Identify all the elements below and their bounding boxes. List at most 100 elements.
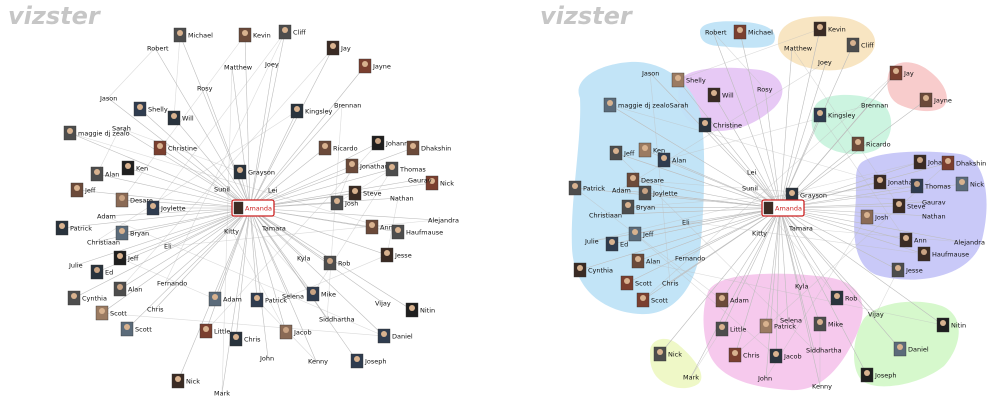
node-siddhartha[interactable]: Siddhartha bbox=[319, 316, 355, 324]
node-adam[interactable]: Adam bbox=[612, 187, 631, 195]
node-mike[interactable]: Mike bbox=[813, 316, 843, 332]
node-ed[interactable]: Ed bbox=[605, 236, 628, 252]
node-jeff[interactable]: Jeff bbox=[628, 226, 654, 242]
node-nathan[interactable]: Nathan bbox=[390, 195, 414, 203]
node-alan[interactable]: Alan bbox=[657, 152, 686, 168]
node-kenny[interactable]: Kenny bbox=[812, 383, 832, 391]
node-scott[interactable]: Scott bbox=[620, 275, 652, 291]
node-ken[interactable]: Ken bbox=[121, 160, 148, 176]
node-thomas[interactable]: Thomas bbox=[385, 161, 426, 177]
node-lei[interactable]: Lei bbox=[268, 187, 278, 195]
center-node[interactable]: Amanda bbox=[231, 199, 275, 217]
node-jayne[interactable]: Jayne bbox=[358, 58, 391, 74]
node-jay[interactable]: Jay bbox=[326, 40, 351, 56]
node-jacob[interactable]: Jacob bbox=[279, 324, 312, 340]
node-ed[interactable]: Ed bbox=[90, 264, 113, 280]
node-shelly[interactable]: Shelly bbox=[671, 72, 706, 88]
node-kevin[interactable]: Kevin bbox=[238, 27, 271, 43]
node-kyla[interactable]: Kyla bbox=[297, 255, 310, 263]
node-mike[interactable]: Mike bbox=[306, 286, 336, 302]
node-sunil[interactable]: Sunil bbox=[742, 185, 758, 193]
node-selena[interactable]: Selena bbox=[282, 293, 304, 301]
node-sarah[interactable]: Sarah bbox=[112, 125, 131, 133]
node-ken[interactable]: Ken bbox=[638, 142, 665, 158]
node-alejandra[interactable]: Alejandra bbox=[428, 217, 459, 225]
node-matthew[interactable]: Matthew bbox=[224, 64, 253, 72]
node-jayne[interactable]: Jayne bbox=[919, 92, 952, 108]
node-bryan[interactable]: Bryan bbox=[115, 225, 149, 241]
node-michael[interactable]: Michael bbox=[173, 27, 213, 43]
node-haufmause[interactable]: Haufmause bbox=[917, 246, 969, 262]
node-nick[interactable]: Nick bbox=[653, 346, 682, 362]
node-patrick[interactable]: Patrick bbox=[568, 180, 605, 196]
node-robert[interactable]: Robert bbox=[147, 45, 169, 53]
node-jonathan[interactable]: Jonathan bbox=[345, 158, 389, 174]
node-cynthia[interactable]: Cynthia bbox=[573, 262, 613, 278]
node-jeff[interactable]: Jeff bbox=[609, 145, 635, 161]
node-johanna[interactable]: Johanna bbox=[913, 154, 954, 170]
node-johanna[interactable]: Johanna bbox=[371, 135, 412, 151]
node-desare[interactable]: Desare bbox=[626, 172, 664, 188]
node-ann[interactable]: Ann bbox=[365, 219, 393, 235]
node-julie[interactable]: Julie bbox=[584, 238, 599, 246]
node-fernando[interactable]: Fernando bbox=[157, 280, 187, 288]
node-eli[interactable]: Eli bbox=[682, 219, 690, 227]
node-julie[interactable]: Julie bbox=[68, 262, 83, 270]
node-kitty[interactable]: Kitty bbox=[224, 228, 239, 236]
node-joey[interactable]: Joey bbox=[817, 59, 832, 67]
node-christine[interactable]: Christine bbox=[153, 140, 197, 156]
node-vijay[interactable]: Vijay bbox=[868, 311, 884, 319]
node-will[interactable]: Will bbox=[707, 87, 734, 103]
node-brennan[interactable]: Brennan bbox=[334, 102, 361, 110]
node-kenny[interactable]: Kenny bbox=[308, 358, 328, 366]
node-alan[interactable]: Alan bbox=[113, 281, 142, 297]
node-josh[interactable]: Josh bbox=[860, 209, 888, 225]
node-kitty[interactable]: Kitty bbox=[752, 230, 767, 238]
node-josh[interactable]: Josh bbox=[330, 195, 358, 211]
node-alan[interactable]: Alan bbox=[90, 166, 119, 182]
node-adam[interactable]: Adam bbox=[208, 291, 242, 307]
node-scott[interactable]: Scott bbox=[636, 292, 668, 308]
node-alejandra[interactable]: Alejandra bbox=[954, 239, 985, 247]
node-joseph[interactable]: Joseph bbox=[860, 367, 897, 383]
node-chris[interactable]: Chris bbox=[662, 280, 679, 288]
node-joylette[interactable]: Joylette bbox=[638, 185, 678, 201]
node-tamara[interactable]: Tamara bbox=[261, 225, 286, 233]
node-fernando[interactable]: Fernando bbox=[675, 255, 705, 263]
node-steve[interactable]: Steve bbox=[348, 185, 382, 201]
node-selena[interactable]: Selena bbox=[780, 317, 802, 325]
node-cliff[interactable]: Cliff bbox=[278, 24, 306, 40]
node-will[interactable]: Will bbox=[167, 110, 194, 126]
node-jesse[interactable]: Jesse bbox=[380, 247, 412, 263]
node-michael[interactable]: Michael bbox=[733, 24, 773, 40]
node-cynthia[interactable]: Cynthia bbox=[67, 290, 107, 306]
node-robert[interactable]: Robert bbox=[705, 29, 727, 37]
node-cliff[interactable]: Cliff bbox=[846, 37, 874, 53]
node-christiaan[interactable]: Christiaan bbox=[87, 239, 120, 247]
node-chris[interactable]: Chris bbox=[728, 347, 760, 363]
node-nathan[interactable]: Nathan bbox=[922, 213, 946, 221]
node-gaurav[interactable]: Gaurav bbox=[408, 177, 432, 185]
node-scott[interactable]: Scott bbox=[120, 321, 152, 337]
node-kevin[interactable]: Kevin bbox=[813, 21, 846, 37]
node-gaurav[interactable]: Gaurav bbox=[922, 199, 946, 207]
node-jason[interactable]: Jason bbox=[99, 95, 117, 103]
node-daniel[interactable]: Daniel bbox=[377, 328, 413, 344]
node-kingsley[interactable]: Kingsley bbox=[813, 107, 856, 123]
node-tamara[interactable]: Tamara bbox=[788, 225, 813, 233]
node-desare[interactable]: Desare bbox=[115, 192, 153, 208]
node-ann[interactable]: Ann bbox=[899, 232, 927, 248]
node-rob[interactable]: Rob bbox=[323, 255, 350, 271]
node-dhakshin[interactable]: Dhakshin bbox=[406, 140, 451, 156]
node-rosy[interactable]: Rosy bbox=[757, 86, 773, 94]
node-adam[interactable]: Adam bbox=[715, 292, 749, 308]
node-chris[interactable]: Chris bbox=[147, 306, 164, 314]
node-joseph[interactable]: Joseph bbox=[350, 353, 387, 369]
node-nitin[interactable]: Nitin bbox=[936, 317, 966, 333]
node-maggie-dj-zealosarah[interactable]: maggie dj zealoSarah bbox=[603, 97, 689, 113]
node-adam[interactable]: Adam bbox=[97, 213, 116, 221]
node-sunil[interactable]: Sunil bbox=[214, 186, 230, 194]
node-john[interactable]: John bbox=[757, 375, 772, 383]
node-steve[interactable]: Steve bbox=[892, 198, 926, 214]
node-jeff[interactable]: Jeff bbox=[113, 250, 139, 266]
